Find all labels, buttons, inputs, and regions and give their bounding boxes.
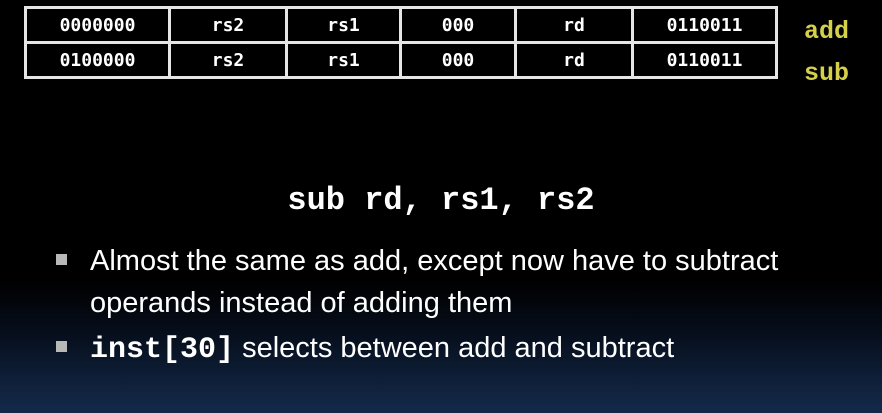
instruction-syntax: sub rd, rs1, rs2	[287, 182, 595, 219]
rd-cell: rd	[514, 6, 634, 44]
bullet-text: selects between add and subtract	[234, 332, 675, 364]
opcode-cell: 0110011	[631, 6, 778, 44]
row-label-sub: sub	[804, 59, 850, 88]
square-bullet-icon	[56, 341, 67, 352]
encoding-row-add: 0000000 rs2 rs1 000 rd 0110011	[24, 6, 778, 44]
rd-cell: rd	[514, 41, 634, 79]
funct7-cell: 0000000	[24, 6, 171, 44]
bullet-text: Almost the same as add, except now have …	[90, 245, 779, 319]
funct3-cell: 000	[399, 41, 517, 79]
bullet-list: Almost the same as add, except now have …	[52, 240, 872, 371]
row-label-add: add	[804, 17, 850, 46]
bullet-item: Almost the same as add, except now have …	[52, 240, 872, 324]
square-bullet-icon	[56, 254, 67, 265]
funct7-cell: 0100000	[24, 41, 171, 79]
instruction-encoding-table: 0000000 rs2 rs1 000 rd 0110011 0100000 r…	[24, 6, 778, 79]
funct3-cell: 000	[399, 6, 517, 44]
encoding-row-sub: 0100000 rs2 rs1 000 rd 0110011	[24, 41, 778, 79]
bullet-code: inst[30]	[90, 333, 235, 367]
opcode-cell: 0110011	[631, 41, 778, 79]
rs1-cell: rs1	[285, 6, 402, 44]
rs1-cell: rs1	[285, 41, 402, 79]
rs2-cell: rs2	[168, 6, 288, 44]
rs2-cell: rs2	[168, 41, 288, 79]
bullet-item: inst[30] selects between add and subtrac…	[52, 327, 872, 371]
